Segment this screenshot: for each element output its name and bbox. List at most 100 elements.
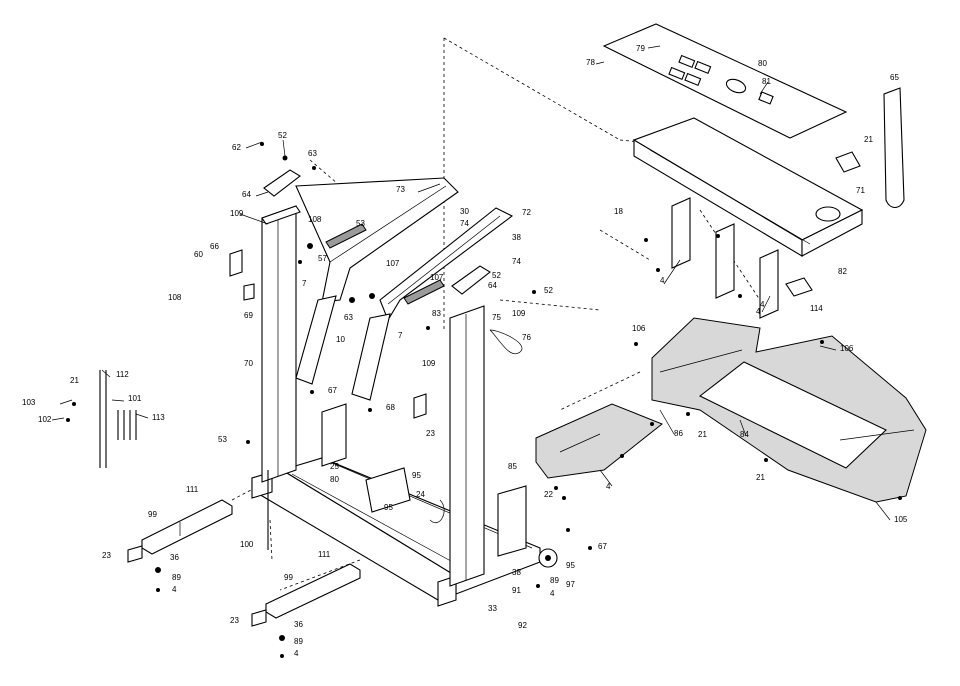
callout: 108	[308, 215, 322, 224]
rear-stabilizer	[251, 563, 361, 627]
brackets	[229, 249, 427, 419]
callout: 23	[426, 429, 435, 438]
callout: 89	[294, 637, 303, 646]
callout: 7	[398, 331, 403, 340]
callout: 95	[412, 471, 421, 480]
callout: 95	[566, 561, 575, 570]
upper-caps	[263, 169, 491, 295]
leader-lines	[51, 45, 891, 521]
callout: 75	[492, 313, 501, 322]
callout: 22	[544, 490, 553, 499]
front-stabilizer	[127, 499, 233, 563]
callout: 76	[522, 333, 531, 342]
callout: 69	[244, 311, 253, 320]
callout: 67	[328, 386, 337, 395]
callout: 80	[758, 59, 767, 68]
callout: 36	[294, 620, 303, 629]
left-upright	[261, 205, 301, 483]
callout: 52	[278, 131, 287, 140]
callout: 106	[840, 344, 854, 353]
callout: 102	[38, 415, 52, 424]
callout: 103	[22, 398, 36, 407]
callout: 70	[244, 359, 253, 368]
callout: 113	[152, 413, 165, 422]
callout: 60	[194, 250, 203, 259]
callout: 105	[894, 515, 908, 524]
callout: 80	[330, 475, 339, 484]
callout-labels: 62 52 63 64 109 108 73 30 74 72 53 57 10…	[22, 44, 908, 658]
callout: 107	[430, 273, 444, 282]
motor-cover	[535, 403, 663, 479]
callout: 106	[632, 324, 646, 333]
callout: 23	[102, 551, 111, 560]
center-support	[321, 403, 527, 557]
callout: 4	[172, 585, 177, 594]
callout: 30	[460, 207, 469, 216]
callout: 21	[756, 473, 765, 482]
callout: 63	[344, 313, 353, 322]
callout: 53	[356, 219, 365, 228]
callout: 74	[460, 219, 469, 228]
callout: 52	[492, 271, 501, 280]
callout: 63	[308, 149, 317, 158]
callout: 97	[566, 580, 575, 589]
callout: 107	[386, 259, 400, 268]
callout: 38	[512, 233, 521, 242]
right-upright	[449, 305, 485, 587]
callout: 64	[488, 281, 497, 290]
callout: 99	[148, 510, 157, 519]
callout: 111	[318, 550, 331, 559]
callout: 65	[890, 73, 899, 82]
callout: 89	[550, 576, 559, 585]
callout: 78	[586, 58, 595, 67]
console-base	[632, 117, 864, 257]
callout: 73	[396, 185, 405, 194]
wheel	[538, 548, 558, 568]
callout: 4	[606, 482, 611, 491]
callout: 21	[698, 430, 707, 439]
callout: 111	[186, 485, 199, 494]
callout: 7	[302, 279, 307, 288]
callout: 66	[210, 242, 219, 251]
callout: 23	[230, 616, 239, 625]
callout: 101	[128, 394, 142, 403]
hardware-dots	[66, 142, 902, 658]
callout: 4	[550, 589, 555, 598]
callout: 109	[422, 359, 436, 368]
callout: 4	[756, 307, 761, 316]
callout: 36	[170, 553, 179, 562]
callout: 100	[240, 540, 254, 549]
callout: 4	[660, 276, 665, 285]
callout: 4	[760, 300, 765, 309]
callout: 10	[336, 335, 345, 344]
callout: 91	[512, 586, 521, 595]
callout: 38	[512, 568, 521, 577]
left-handrail	[295, 177, 459, 303]
wire-harness	[429, 329, 523, 523]
callout: 67	[598, 542, 607, 551]
handlebars	[295, 295, 391, 401]
callout: 108	[168, 293, 182, 302]
callout: 83	[432, 309, 441, 318]
callout: 109	[230, 209, 244, 218]
callout: 89	[172, 573, 181, 582]
callout: 33	[488, 604, 497, 613]
rods	[99, 370, 269, 550]
callout: 81	[762, 77, 771, 86]
callout: 53	[218, 435, 227, 444]
callout: 74	[512, 257, 521, 266]
callout: 86	[674, 429, 683, 438]
callout: 68	[386, 403, 395, 412]
callout: 72	[522, 208, 531, 217]
grip-plates	[325, 223, 445, 305]
callout: 85	[508, 462, 517, 471]
callout: 84	[740, 430, 749, 439]
console-overlay	[602, 23, 848, 139]
callout: 25	[330, 462, 339, 471]
callout: 62	[232, 143, 241, 152]
callout: 112	[116, 370, 129, 379]
callout: 92	[518, 621, 527, 630]
deck-hood	[651, 317, 927, 503]
callout: 64	[242, 190, 251, 199]
